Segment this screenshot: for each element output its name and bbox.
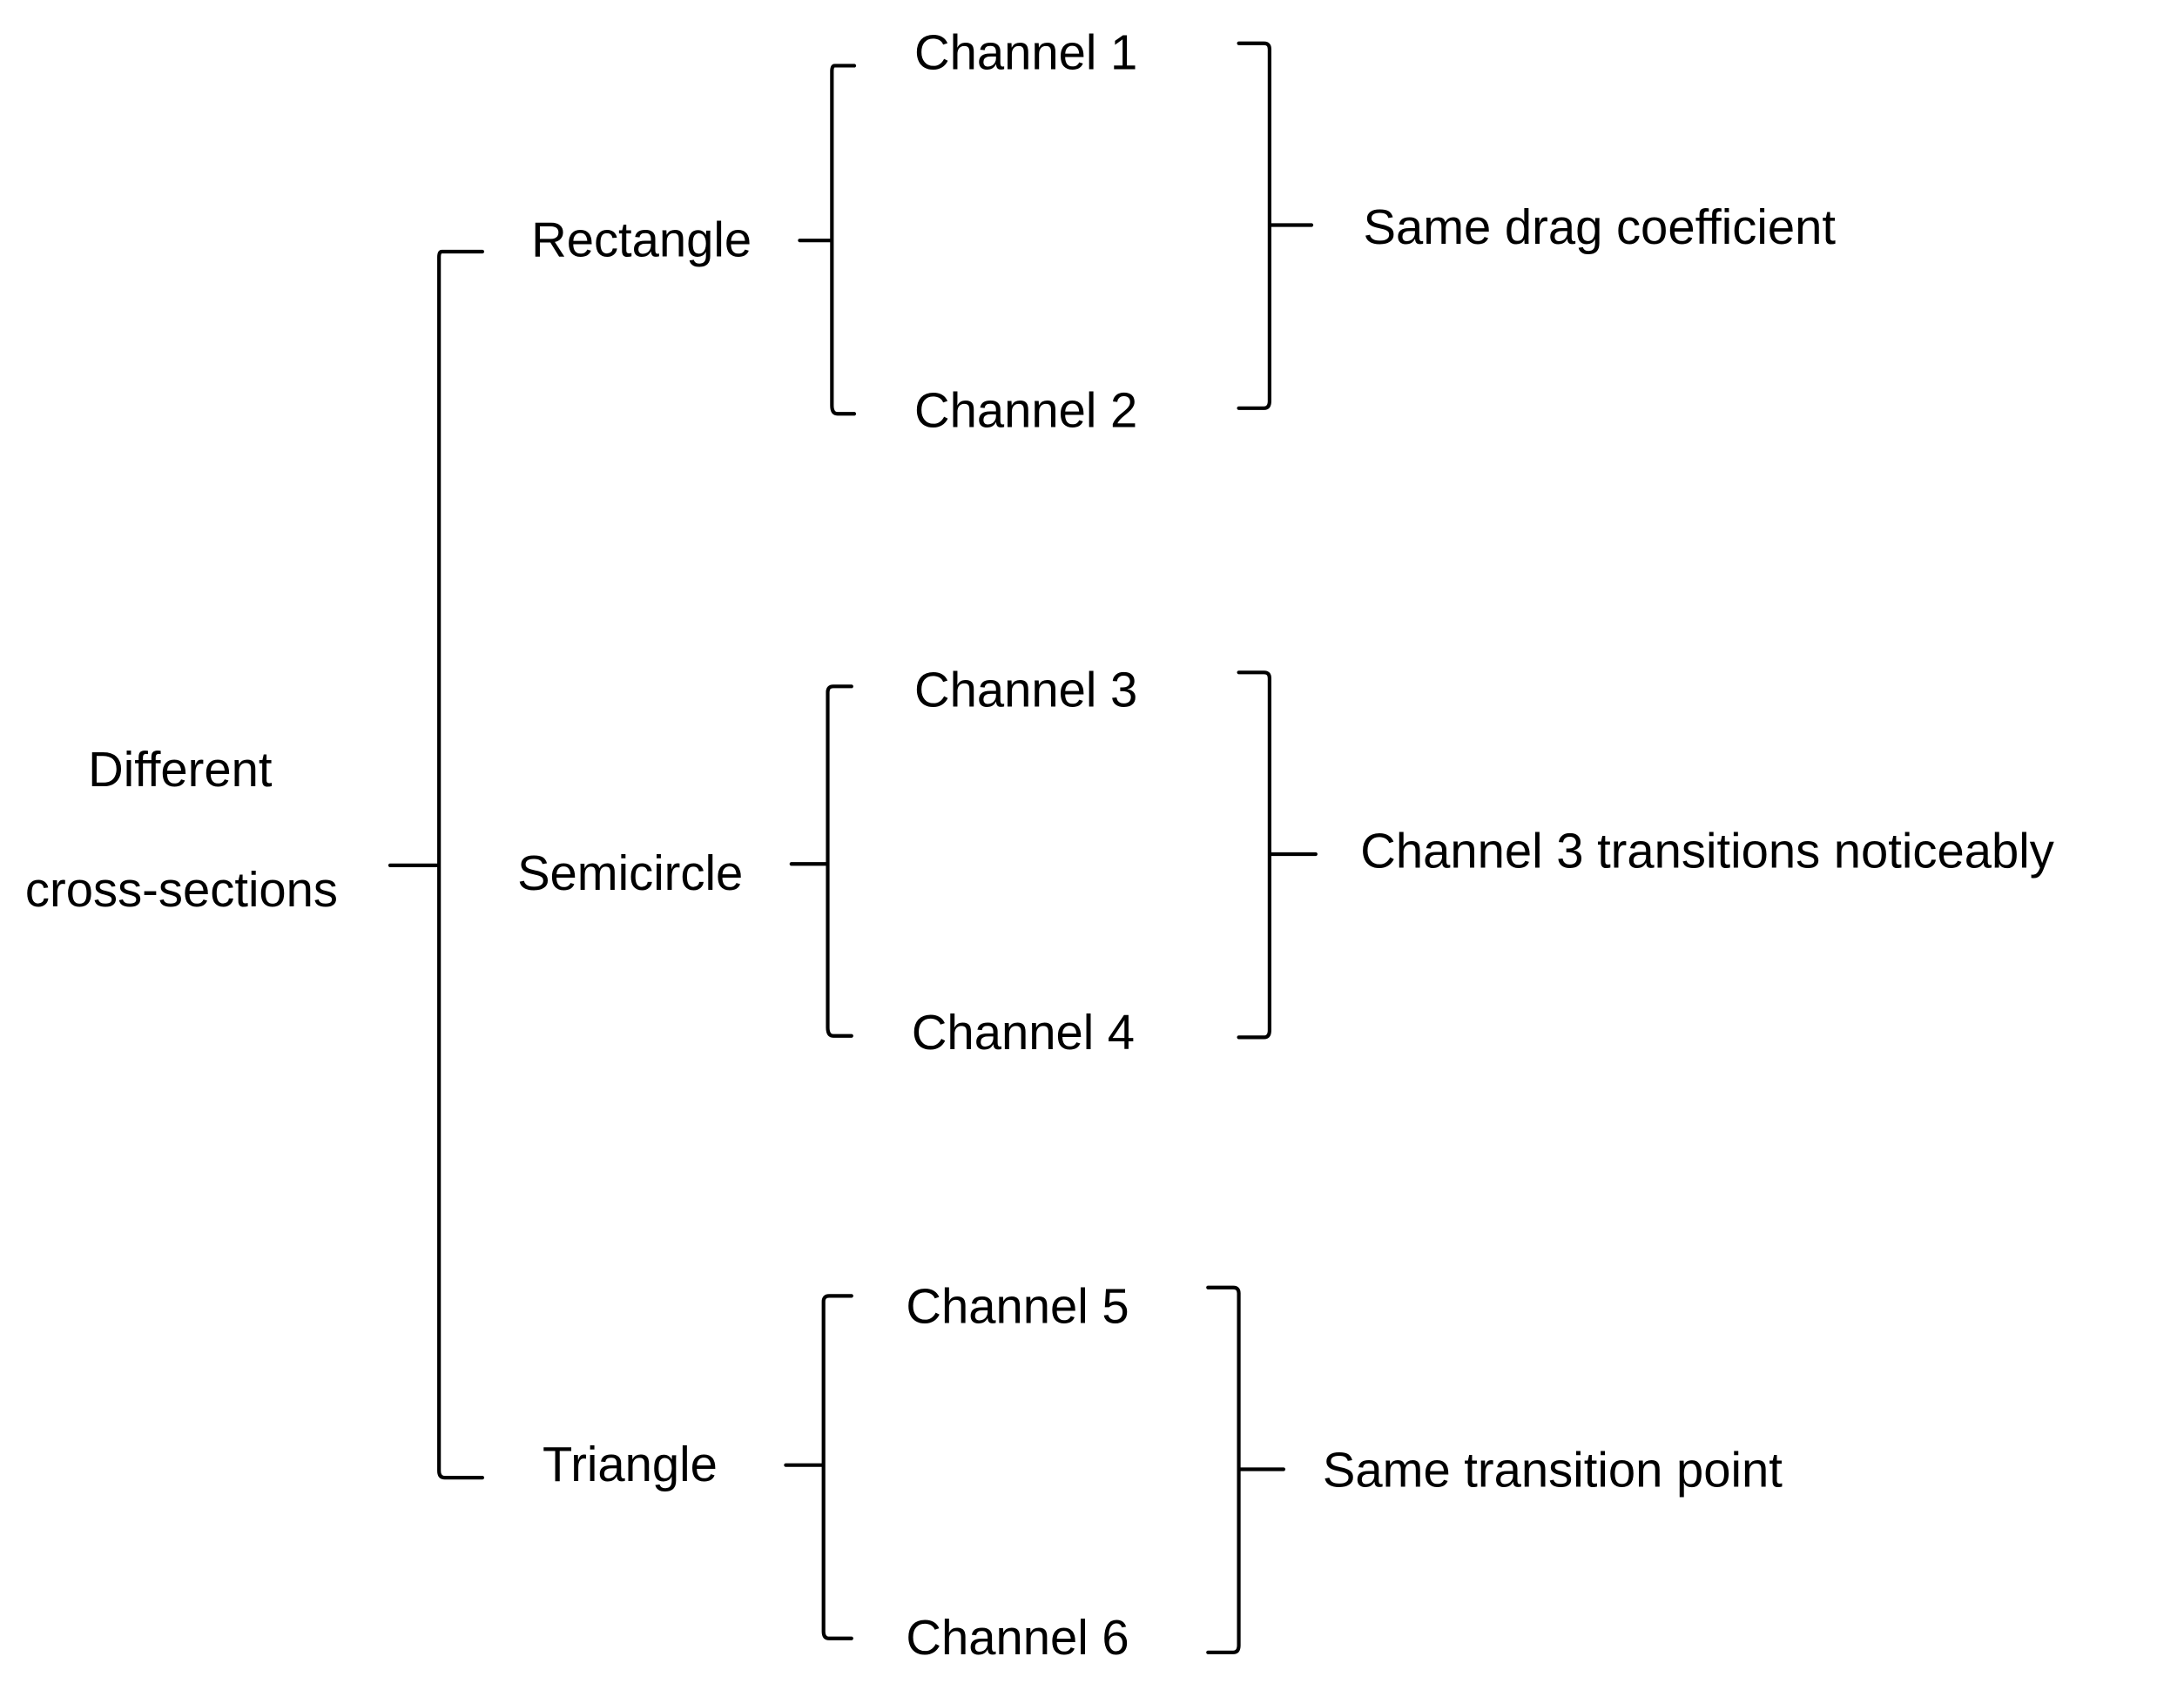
- channel-label-1: Channel 1: [914, 25, 1138, 81]
- root-label-line2: cross-sections: [24, 863, 339, 919]
- triangle-right-bracket: [1206, 1285, 1286, 1654]
- semicircle-left-bracket: [789, 684, 853, 1038]
- rectangle-right-bracket: [1237, 41, 1314, 410]
- conclusion-label-semicircle: Channel 3 transitions noticeably: [1360, 824, 2054, 879]
- rectangle-left-bracket: [798, 64, 857, 416]
- shape-label-semicircle: Semicircle: [517, 846, 744, 901]
- conclusion-label-triangle: Same transition point: [1322, 1443, 1783, 1498]
- shape-label-rectangle: Rectangle: [531, 212, 752, 268]
- shape-label-triangle: Triangle: [542, 1438, 718, 1492]
- channel-label-6: Channel 6: [906, 1611, 1129, 1666]
- channel-label-3: Channel 3: [914, 663, 1138, 718]
- root-bracket: [388, 249, 485, 1480]
- channel-label-4: Channel 4: [911, 1006, 1136, 1060]
- conclusion-label-rectangle: Same drag coefficient: [1363, 200, 1836, 256]
- triangle-left-bracket: [784, 1294, 853, 1640]
- channel-label-5: Channel 5: [906, 1279, 1129, 1335]
- channel-label-2: Channel 2: [914, 383, 1138, 439]
- semicircle-right-bracket: [1237, 670, 1318, 1040]
- root-label-line1: Different: [88, 743, 273, 798]
